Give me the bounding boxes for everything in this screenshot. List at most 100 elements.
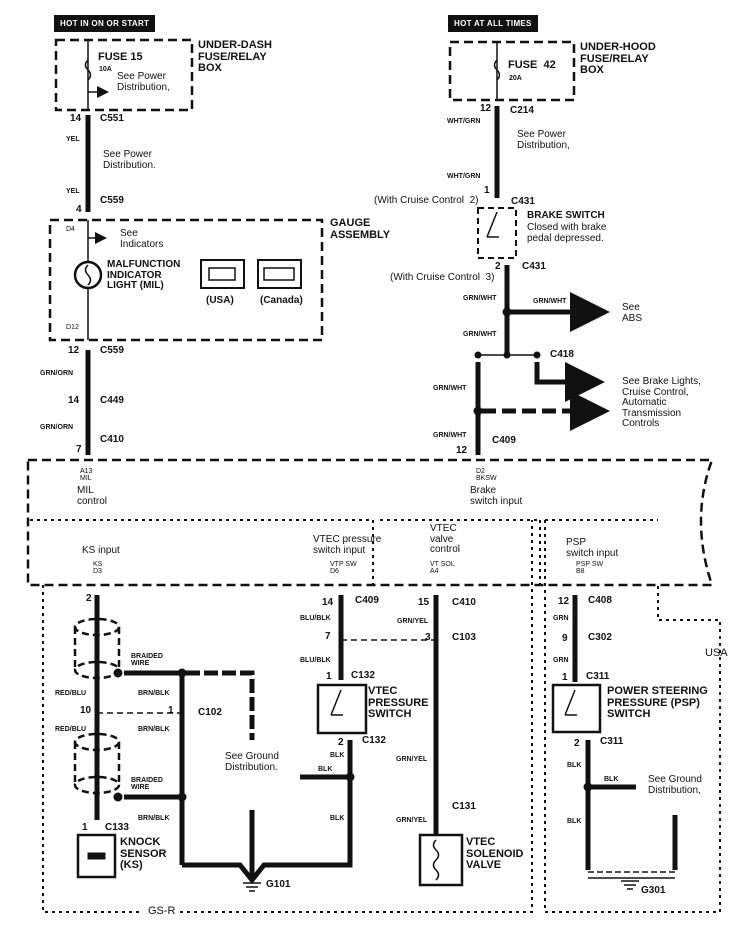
pin-number: 1 xyxy=(168,705,174,716)
connector-label: C131 xyxy=(452,801,476,812)
pin-number: 15 xyxy=(418,597,430,608)
pin-number: 2 xyxy=(495,261,501,272)
connector-label: C132 xyxy=(362,735,386,746)
under-dash-fuse-box xyxy=(54,38,194,112)
connector-label: C102 xyxy=(198,707,222,718)
connector-label: C410 xyxy=(452,597,476,608)
connector-label: C103 xyxy=(452,632,476,643)
gs-r-label: GS-R xyxy=(145,905,179,918)
ecm-pin: VTP SW D6 xyxy=(330,561,357,576)
ecm-terminal-label: VTEC valve control xyxy=(430,523,461,555)
pin-number: 1 xyxy=(484,185,490,196)
fuse-42-label: FUSE 42 xyxy=(508,59,556,71)
wire-color-label: GRN/YEL xyxy=(396,817,428,824)
wire-color-label: BLK xyxy=(330,752,345,759)
connector-label: C409 xyxy=(355,595,379,606)
connector-label: C133 xyxy=(105,822,129,833)
ecm-pin: VT SOL A4 xyxy=(430,561,455,576)
pin-number: 14 xyxy=(70,113,82,124)
pin-number: 12 xyxy=(68,345,80,356)
brake-switch-box xyxy=(477,207,517,259)
wire-color-label: GRN/WHT xyxy=(433,432,467,439)
wire-color-label: GRN/YEL xyxy=(397,618,429,625)
braided-wire-label: BRAIDED WIRE xyxy=(131,777,163,792)
cruise-control-pin-note: (With Cruise Control 3) xyxy=(390,272,495,283)
wire-color-label: GRN/YEL xyxy=(396,756,428,763)
wire-color-label: YEL xyxy=(66,188,80,195)
pin-number: 7 xyxy=(76,444,82,455)
pin-number: 12 xyxy=(480,103,492,114)
pin-number: 12 xyxy=(558,596,570,607)
vtec-pressure-switch-label: VTEC PRESSURE SWITCH xyxy=(368,685,429,721)
vtec-solenoid-valve-label: VTEC SOLENOID VALVE xyxy=(466,836,524,872)
wire-color-label: BLK xyxy=(318,766,333,773)
under-hood-fuse-box xyxy=(448,40,576,102)
wire-color-label: BLK xyxy=(567,762,582,769)
connector-label: C408 xyxy=(588,595,612,606)
wire-color-label: BLU/BLK xyxy=(300,657,331,664)
see-ground-distribution-note: See Ground Distribution, xyxy=(648,774,702,796)
pin-number: 14 xyxy=(322,597,334,608)
see-power-distribution-note: See Power Distribution. xyxy=(103,149,156,171)
usa-region xyxy=(544,520,721,913)
gs-r-region xyxy=(42,520,533,913)
pin-number: 10 xyxy=(80,705,92,716)
pin-number: D4 xyxy=(66,226,75,233)
fuse-15-rating: 10A xyxy=(99,66,112,73)
see-abs-note: See ABS xyxy=(622,302,643,324)
connector-label: C551 xyxy=(100,113,124,124)
knock-sensor-label: KNOCK SENSOR (KS) xyxy=(120,836,167,872)
wire-color-label: GRN/ORN xyxy=(40,370,74,377)
wire-color-label: GRN/WHT xyxy=(463,295,497,302)
check-engine-canada-icon xyxy=(257,259,302,289)
ground-label: G301 xyxy=(641,885,666,896)
wire-color-label: WHT/GRN xyxy=(447,118,481,125)
fuse-42-rating: 20A xyxy=(509,75,522,82)
ecm-terminal-label: KS input xyxy=(82,545,120,556)
pin-number: 12 xyxy=(456,445,468,456)
pin-number: 3 xyxy=(425,632,431,643)
wire-color-label: GRN/ORN xyxy=(40,424,74,431)
connector-label: C418 xyxy=(550,349,574,360)
see-ground-distribution-note: See Ground Distribution. xyxy=(225,751,279,773)
hot-at-all-times-label: HOT AT ALL TIMES xyxy=(448,15,538,32)
fuse-15-label: FUSE 15 xyxy=(98,51,143,63)
connector-label: C559 xyxy=(100,345,124,356)
brake-switch-desc: Closed with brake pedal depressed. xyxy=(527,222,607,244)
see-brake-lights-note: See Brake Lights, Cruise Control, Automa… xyxy=(622,376,701,429)
pin-number: 4 xyxy=(76,204,82,215)
psp-switch-label: POWER STEERING PRESSURE (PSP) SWITCH xyxy=(607,685,708,721)
pin-number: 7 xyxy=(325,631,331,642)
connector-label: C431 xyxy=(522,261,546,272)
see-power-distribution-note: See Power Distribution, xyxy=(117,71,170,93)
ecm-pin: KS D3 xyxy=(93,561,103,576)
wire-color-label: BLK xyxy=(604,776,619,783)
brake-switch-title: BRAKE SWITCH xyxy=(527,210,605,221)
wire-color-label: GRN xyxy=(553,615,569,622)
pin-number: 14 xyxy=(68,395,80,406)
connector-label: C311 xyxy=(600,736,624,747)
vtec-pressure-switch-box xyxy=(316,683,368,735)
connector-label: C214 xyxy=(510,105,534,116)
ecm-terminal-label: MIL control xyxy=(77,485,108,507)
mil-label: MALFUNCTION INDICATOR LIGHT (MIL) xyxy=(107,259,181,291)
ecm-pin: A13 MIL xyxy=(80,468,93,483)
connector-label: C311 xyxy=(586,671,610,682)
wire-color-label: BRN/BLK xyxy=(138,815,170,822)
pin-number: 2 xyxy=(338,737,344,748)
under-hood-box-label: UNDER-HOOD FUSE/RELAY BOX xyxy=(580,41,656,77)
wire-color-label: BLK xyxy=(330,815,345,822)
ecm-pin: PSP SW B8 xyxy=(576,561,604,576)
check-engine-usa-icon xyxy=(200,259,245,289)
gauge-assembly-label: GAUGE ASSEMBLY xyxy=(330,217,391,241)
wire-color-label: BLU/BLK xyxy=(300,615,331,622)
connector-label: C302 xyxy=(588,632,612,643)
pin-number: D12 xyxy=(66,324,79,331)
pin-number: 2 xyxy=(86,593,92,604)
wire-color-label: GRN/WHT xyxy=(463,331,497,338)
wire-color-label: RED/BLU xyxy=(55,726,87,733)
ecm-terminal-label: VTEC pressure switch input xyxy=(313,534,382,556)
connector-label: C559 xyxy=(100,195,124,206)
connector-label: C449 xyxy=(100,395,124,406)
ground-label: G101 xyxy=(266,879,291,890)
